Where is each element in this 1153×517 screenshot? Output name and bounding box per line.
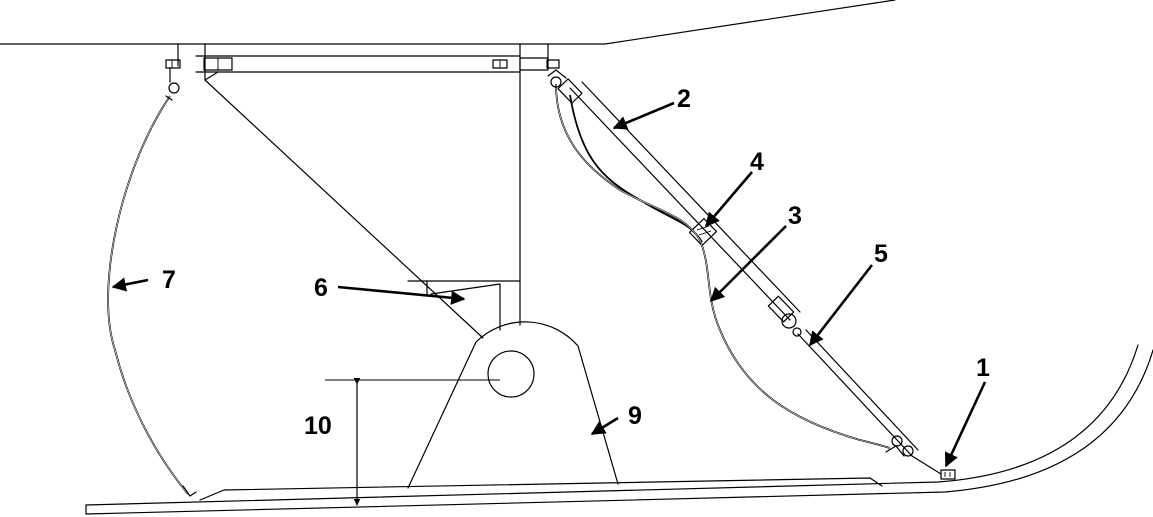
callout-1: 1 [976, 354, 990, 382]
fuselage-bottom [0, 0, 896, 45]
callout-4: 4 [750, 148, 764, 176]
skid-tube [85, 344, 1153, 515]
skid-pad [940, 469, 956, 480]
callout-5: 5 [874, 240, 888, 268]
callout-7: 7 [162, 266, 176, 294]
callout-6: 6 [314, 274, 328, 302]
callout-10: 10 [304, 412, 332, 440]
mount-posts [165, 43, 560, 326]
callout-2: 2 [677, 85, 691, 113]
height-dimension [325, 378, 500, 506]
pivot-saddle [407, 321, 619, 489]
static-cable [547, 69, 891, 449]
callout-arrows [111, 101, 987, 468]
callout-labels: 1 2 3 4 5 6 7 9 10 [162, 85, 990, 440]
drag-brace [557, 78, 942, 475]
left-cable [107, 67, 197, 497]
diagonal-strut [204, 71, 521, 339]
cross-tube [195, 55, 521, 73]
callout-9: 9 [628, 402, 642, 430]
callout-3: 3 [788, 202, 802, 230]
